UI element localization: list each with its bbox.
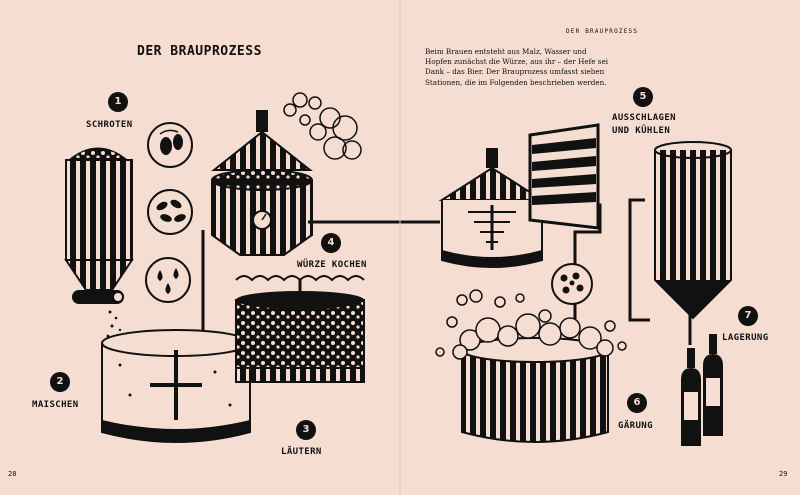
step-label-wuerze-kochen: WÜRZE KOCHEN xyxy=(297,260,367,270)
step-badge-6: 6 xyxy=(627,393,647,413)
mash-tun xyxy=(101,329,251,443)
step-label-gaerung: GÄRUNG xyxy=(618,421,653,431)
step-label-laeutern: LÄUTERN xyxy=(281,447,322,457)
steam-clouds xyxy=(283,92,362,160)
water-drops-icon xyxy=(145,257,191,303)
step-label-schroten: SCHROTEN xyxy=(86,120,133,130)
malt-icon xyxy=(147,189,193,235)
beer-bottles xyxy=(681,334,723,446)
page-number-left: 28 xyxy=(8,470,17,478)
step-label-maischen: MAISCHEN xyxy=(32,400,79,410)
whirlpool-kettle xyxy=(438,148,546,268)
yeast-icon xyxy=(551,263,593,305)
lager-tank xyxy=(654,141,732,320)
page-number-right: 29 xyxy=(779,470,788,478)
lauter-tun xyxy=(235,275,365,383)
step-badge-5: 5 xyxy=(633,87,653,107)
hops-icon xyxy=(147,122,193,168)
step-badge-4: 4 xyxy=(321,233,341,253)
mill-hopper xyxy=(64,147,134,304)
wort-kettle xyxy=(211,110,313,256)
step-badge-3: 3 xyxy=(296,420,316,440)
fermentation-vat xyxy=(461,337,609,443)
running-head: DER BRAUPROZESS xyxy=(566,28,639,35)
intro-paragraph: Beim Brauen entsteht aus Malz, Wasser un… xyxy=(425,47,609,87)
plate-cooler xyxy=(528,123,600,230)
page-title: DER BRAUPROZESS xyxy=(137,44,262,59)
foam-bubbles xyxy=(435,289,627,360)
step-badge-2: 2 xyxy=(50,372,70,392)
step-badge-1: 1 xyxy=(108,92,128,112)
step-label-ausschlagen-kuehlen: AUSSCHLAGEN UND KÜHLEN xyxy=(612,113,677,136)
step-label-lagerung: LAGERUNG xyxy=(722,333,769,343)
step-badge-7: 7 xyxy=(738,306,758,326)
